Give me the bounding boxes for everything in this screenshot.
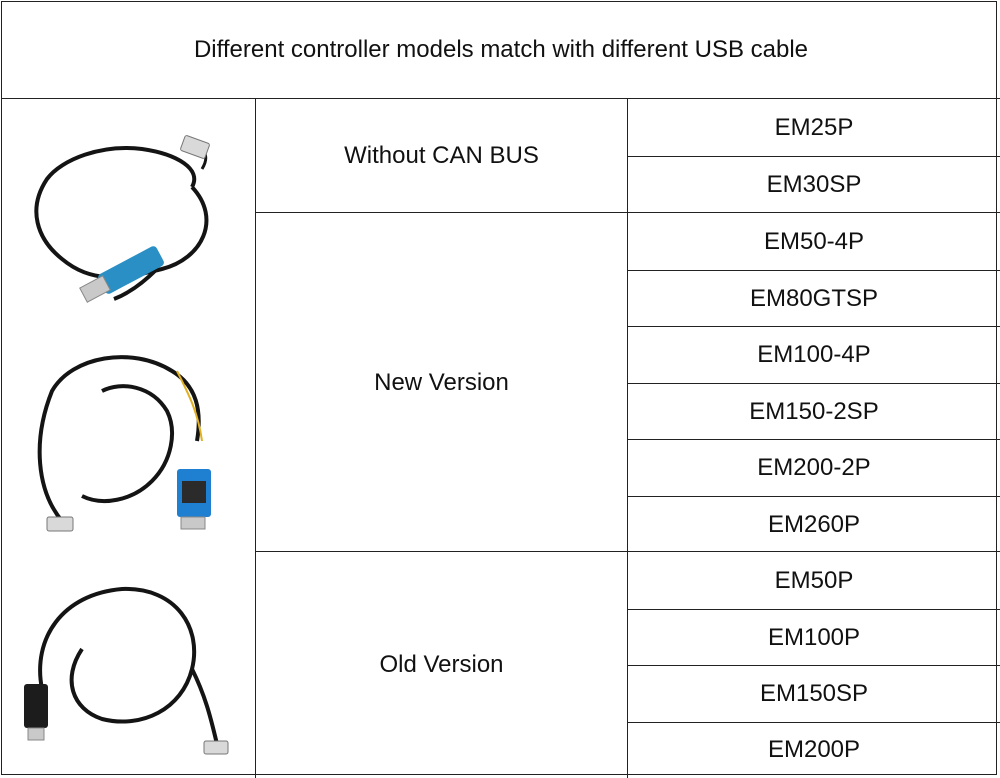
model-cell: EM100P bbox=[628, 609, 1000, 665]
model-cell: EM200P bbox=[628, 722, 1000, 776]
model-cell: EM260P bbox=[628, 496, 1000, 552]
group-old-version: Old Version bbox=[256, 552, 628, 778]
model-cell: EM150SP bbox=[628, 665, 1000, 722]
group-new-version: New Version bbox=[256, 213, 628, 552]
group-divider bbox=[256, 212, 1000, 213]
usb-black-cable-photo bbox=[24, 586, 229, 755]
group-divider bbox=[256, 551, 1000, 552]
model-cell: EM50P bbox=[774, 566, 854, 594]
model-cell: EM200-2P bbox=[628, 439, 1000, 496]
model-cell: EM50-4P bbox=[763, 227, 865, 255]
model-cell: EM100-4P bbox=[628, 326, 1000, 383]
model-cell: EM80GTSP bbox=[628, 270, 1000, 326]
usb-cable-blue-photo bbox=[34, 135, 210, 303]
table-title: Different controller models match with d… bbox=[2, 2, 1000, 99]
group-without-can-bus: Without CAN BUS bbox=[256, 99, 628, 213]
model-cell: EM25P bbox=[774, 113, 854, 141]
model-cell: EM150-2SP bbox=[628, 383, 1000, 439]
cable-images-column bbox=[2, 99, 256, 778]
model-cell: EM30SP bbox=[628, 156, 1000, 213]
usb-can-adapter-cable-photo bbox=[37, 355, 211, 532]
